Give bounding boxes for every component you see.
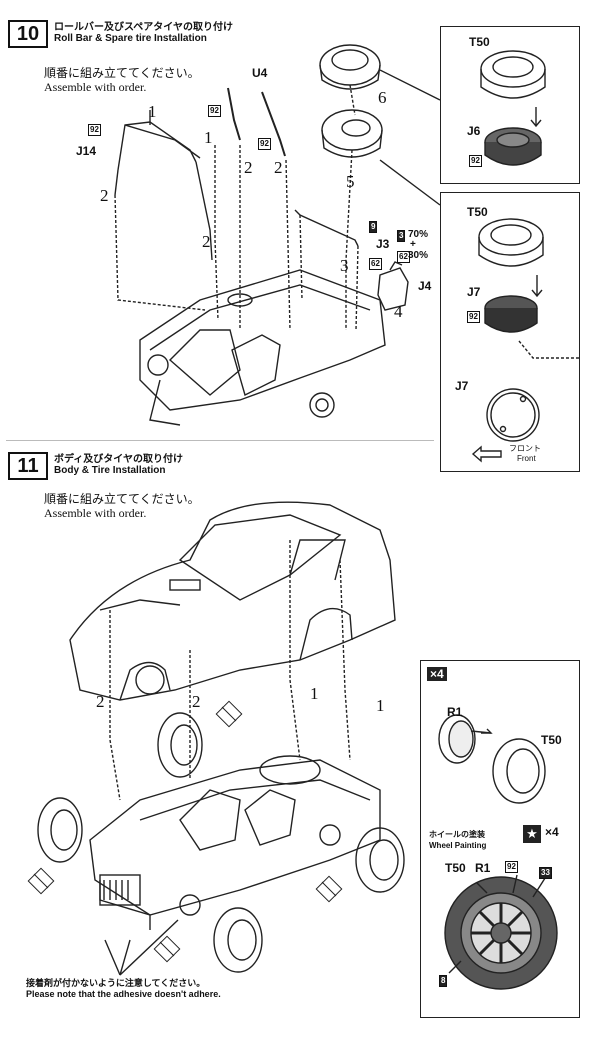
wheel-r1-label: R1 bbox=[447, 705, 463, 719]
adhesive-note-jp: 接着剤が付かないように注意してください。 bbox=[26, 978, 206, 988]
order-number: 2 bbox=[244, 158, 253, 177]
order-number: 2 bbox=[274, 158, 283, 177]
part-j14-label: J14 bbox=[76, 144, 97, 158]
order-number: 2 bbox=[100, 186, 109, 205]
step-10-title-jp: ロールバー及びスペアタイヤの取り付け bbox=[54, 22, 233, 33]
order-number: 1 bbox=[204, 128, 213, 147]
order-number: 3 bbox=[340, 256, 349, 275]
step-11-number: 11 bbox=[8, 452, 48, 480]
paint-multiplier-badge: ×4 bbox=[545, 825, 559, 839]
wheel-painting-jp: ホイールの塗装 bbox=[429, 830, 485, 839]
tire-t50-label: T50 bbox=[541, 733, 562, 747]
wheel-painting-drawing bbox=[438, 714, 558, 990]
order-number: 1 bbox=[376, 696, 385, 715]
step-11-title-jp: ボディ及びタイヤの取り付け bbox=[54, 454, 183, 465]
wheel-r1-label: R1 bbox=[475, 861, 491, 875]
star-icon: ★ bbox=[523, 825, 541, 843]
order-number: 5 bbox=[346, 172, 355, 191]
spare-wheel-panel: T50 J6 92 bbox=[440, 26, 580, 184]
front-label-jp: フロント bbox=[509, 444, 541, 453]
paint-92-badge: 92 bbox=[258, 138, 271, 150]
paint-9-badge: 9 bbox=[369, 221, 378, 233]
paint-8-badge: 8 bbox=[439, 975, 448, 987]
step-11-instruction-jp: 順番に組み立ててください。 bbox=[44, 492, 200, 506]
order-number: 1 bbox=[310, 684, 319, 703]
paint-62-badge: 62 bbox=[369, 258, 382, 270]
part-j4-label: J4 bbox=[418, 279, 432, 293]
paint-92-badge: 92 bbox=[88, 124, 101, 136]
step-10-instruction-jp: 順番に組み立ててください。 bbox=[44, 66, 200, 80]
part-j3-label: J3 bbox=[376, 237, 390, 251]
tire-t50-label: T50 bbox=[467, 205, 488, 219]
rear-wheel-panel: T50 J7 92 J7 フロント Front bbox=[440, 192, 580, 472]
paint-62-badge: 62 bbox=[397, 251, 410, 263]
step-11-title-en: Body & Tire Installation bbox=[54, 465, 166, 476]
spare-wheel-drawing bbox=[480, 50, 546, 166]
wheel-j7-detail-label: J7 bbox=[455, 379, 469, 393]
order-number: 2 bbox=[202, 232, 211, 251]
paint-92-badge: 92 bbox=[208, 105, 221, 117]
mix-plus: + bbox=[410, 239, 416, 250]
front-label-en: Front bbox=[517, 454, 536, 463]
step-divider bbox=[6, 440, 434, 441]
mix-ratio-2: 30% bbox=[408, 250, 429, 261]
wheel-j6-label: J6 bbox=[467, 124, 481, 138]
mix-ratio-1: 70% bbox=[408, 229, 429, 240]
adhesive-note-en: Please note that the adhesive doesn't ad… bbox=[26, 989, 221, 999]
wheel-j7-label: J7 bbox=[467, 285, 481, 299]
wheel-painting-panel: ×4 R1 T50 ホイールの塗装 Wheel Painting ★ ×4 T5… bbox=[420, 660, 580, 1018]
paint-33-badge: 33 bbox=[539, 867, 552, 879]
paint-92-badge: 92 bbox=[469, 155, 482, 167]
step-10-instruction-en: Assemble with order. bbox=[44, 80, 147, 94]
multiplier-badge: ×4 bbox=[427, 667, 447, 681]
step-10-number: 10 bbox=[8, 20, 48, 48]
rear-wheel-drawing bbox=[471, 218, 579, 463]
wheel-painting-en: Wheel Painting bbox=[429, 841, 487, 850]
paint-92-badge: 92 bbox=[505, 861, 518, 873]
paint-3-badge: 3 bbox=[397, 230, 406, 242]
order-number: 4 bbox=[394, 302, 403, 321]
order-number: 2 bbox=[192, 692, 201, 711]
step-11-instruction-en: Assemble with order. bbox=[44, 506, 147, 520]
tire-t50-label: T50 bbox=[445, 861, 466, 875]
order-number: 2 bbox=[96, 692, 105, 711]
tire-t50-label: T50 bbox=[469, 35, 490, 49]
part-u4-label: U4 bbox=[252, 66, 268, 80]
order-number: 1 bbox=[148, 102, 157, 121]
step-10-title-en: Roll Bar & Spare tire Installation bbox=[54, 33, 207, 44]
order-number: 6 bbox=[378, 88, 387, 107]
paint-92-badge: 92 bbox=[467, 311, 480, 323]
